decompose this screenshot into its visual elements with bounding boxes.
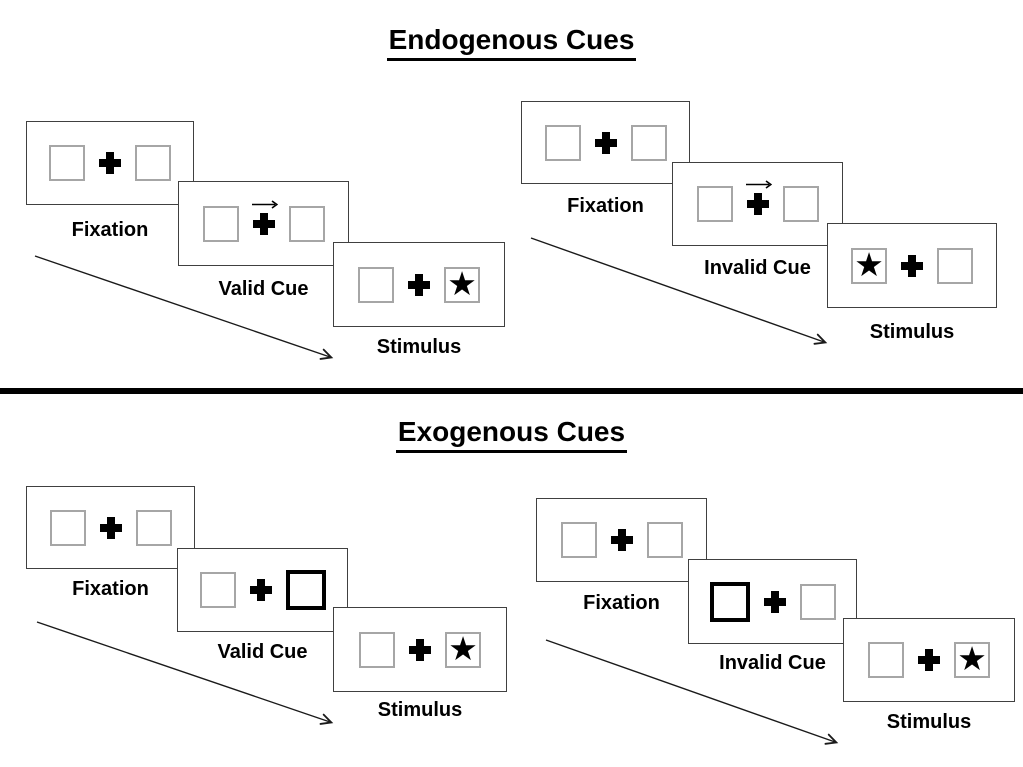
panel-label: Stimulus: [869, 321, 955, 343]
highlighted-cue-box-left: [709, 581, 750, 622]
fixation-panel: [521, 101, 690, 184]
timeline-arrow-exogenous-valid: [36, 621, 334, 725]
fixation-cross-icon: [99, 152, 121, 174]
stimulus-panel: ★: [827, 223, 997, 308]
invalid-cue-panel: [672, 162, 843, 246]
placeholder-box-right: [288, 205, 325, 242]
valid-cue-panel: [177, 548, 348, 632]
panel-label: Invalid Cue: [719, 652, 826, 674]
fixation-cross-icon: [99, 516, 122, 539]
star-icon: ★: [447, 263, 477, 303]
placeholder-box-left: [358, 266, 394, 303]
stimulus-panel: ★: [843, 618, 1015, 702]
panel-label: Valid Cue: [217, 641, 308, 663]
panel-label: Fixation: [583, 592, 660, 614]
placeholder-box-left: [359, 631, 395, 668]
placeholder-box-left: [199, 572, 236, 608]
panel-label: Valid Cue: [218, 278, 309, 300]
star-icon: ★: [957, 639, 987, 678]
right-arrow-icon: [251, 199, 278, 209]
placeholder-box-right: [135, 145, 171, 181]
target-box-right: ★: [444, 263, 480, 303]
panel-label: Invalid Cue: [704, 257, 811, 279]
placeholder-box-right: [782, 186, 819, 222]
panel-label: Stimulus: [886, 711, 972, 733]
section-divider: [0, 388, 1023, 394]
panel-label: Fixation: [567, 195, 644, 217]
fixation-cross-icon: [252, 212, 275, 235]
placeholder-box-left: [696, 186, 733, 222]
fixation-cross-icon: [901, 254, 923, 277]
fixation-cross-icon: [763, 590, 786, 613]
fixation-cross-icon: [610, 529, 633, 551]
fixation-panel: [26, 486, 195, 569]
cue-cross-group: [745, 180, 772, 215]
fixation-cross-icon: [409, 638, 431, 661]
cue-cross-group: [251, 199, 278, 235]
highlighted-cue-box-right: [285, 570, 326, 610]
section-title-text: Exogenous Cues: [395, 416, 628, 453]
timeline-arrow-endogenous-valid: [34, 255, 334, 360]
placeholder-box-left: [560, 522, 597, 558]
invalid-cue-panel: [688, 559, 857, 644]
fixation-cross-icon: [746, 193, 769, 215]
target-box-left: ★: [851, 244, 887, 284]
fixation-panel: [26, 121, 194, 205]
fixation-panel: [536, 498, 707, 582]
placeholder-box-left: [49, 145, 85, 181]
target-box-right: ★: [954, 642, 990, 678]
timeline-arrow-exogenous-invalid: [545, 639, 839, 745]
placeholder-box-right: [630, 124, 667, 161]
placeholder-box-left: [544, 124, 581, 161]
placeholder-box-right: [646, 522, 683, 558]
stimulus-panel: ★: [333, 607, 507, 692]
placeholder-box-right: [937, 247, 973, 284]
section-title-endogenous: Endogenous Cues: [0, 24, 1023, 61]
placeholder-box-left: [49, 509, 86, 546]
placeholder-box-left: [868, 642, 904, 678]
panel-label: Fixation: [71, 219, 149, 241]
panel-label: Stimulus: [377, 699, 463, 721]
target-box-right: ★: [445, 628, 481, 668]
right-arrow-icon: [745, 180, 772, 189]
fixation-cross-icon: [594, 131, 617, 154]
star-icon: ★: [448, 628, 478, 668]
panel-label: Fixation: [72, 578, 149, 600]
star-icon: ★: [854, 244, 884, 284]
timeline-arrow-endogenous-invalid: [530, 237, 828, 345]
fixation-cross-icon: [249, 579, 272, 601]
section-title-exogenous: Exogenous Cues: [0, 416, 1023, 453]
valid-cue-panel: [178, 181, 349, 266]
stimulus-panel: ★: [333, 242, 505, 327]
placeholder-box-right: [799, 583, 836, 620]
placeholder-box-right: [135, 509, 172, 546]
panel-label: Stimulus: [376, 336, 462, 358]
placeholder-box-left: [202, 205, 239, 242]
fixation-cross-icon: [918, 649, 940, 671]
section-title-text: Endogenous Cues: [386, 24, 637, 61]
fixation-cross-icon: [408, 273, 430, 296]
